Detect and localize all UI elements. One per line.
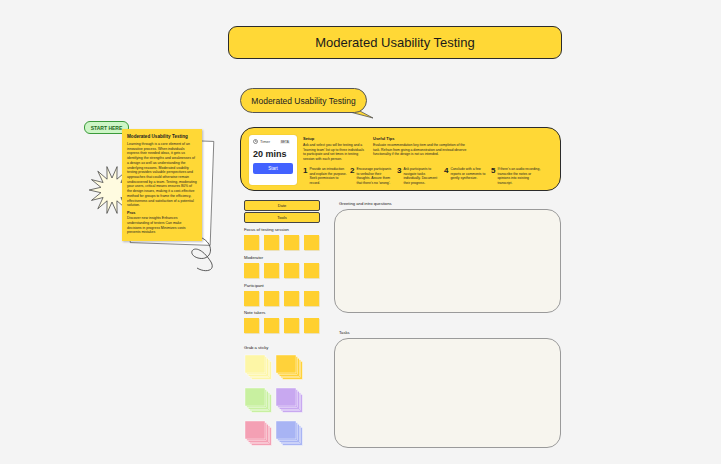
sticky-note: [284, 291, 299, 306]
instructions-panel: Timer BETA 20 minsStart SetupAsk and select…: [240, 127, 561, 191]
tips-block: Useful TipsEvaluate recommendation key i…: [373, 136, 469, 157]
title-text: Moderated Usability Testing: [315, 35, 474, 50]
node-text: Start: [253, 163, 293, 174]
clock-face: [254, 140, 258, 144]
node-text: Timer: [260, 139, 270, 144]
curly-line: [192, 236, 212, 271]
section-label: Grab a sticky: [244, 345, 268, 350]
node-text: Evaluate recommendation key item and the…: [373, 143, 469, 157]
sticky-shadow: [265, 236, 280, 251]
sticky-note: [284, 263, 299, 278]
clock-icon: [253, 139, 258, 144]
sticky-shadow: [265, 292, 280, 307]
node-text: Conclude with a few reports or comments …: [450, 167, 488, 181]
node-text: Learning through is a core element of an…: [127, 142, 197, 208]
node-text: 20 mins: [253, 149, 293, 159]
title-banner: Moderated Usability Testing: [228, 26, 562, 59]
sticky-note-card: Moderated Usability TestingLearning thro…: [122, 129, 202, 241]
sticky-shadow: [265, 264, 280, 279]
sticky-shadow: [265, 319, 280, 334]
sticky-shadow: [285, 236, 300, 251]
input-board: Greeting and intro questions: [334, 209, 561, 313]
sticky-grid: [244, 235, 320, 334]
node-text: Setup: [303, 136, 367, 141]
sticky-shadow: [285, 319, 300, 334]
sticky-stack: [245, 421, 265, 439]
speech-bubble: Moderated Usability Testing: [240, 88, 367, 113]
step-item: 4Conclude with a few reports or comments…: [444, 167, 488, 181]
sticky-note: [244, 235, 259, 250]
node-text: Greeting and intro questions: [339, 201, 392, 206]
sticky-shadow: [245, 319, 260, 334]
sticky-note: [264, 235, 279, 250]
setup-block: SetupAsk and select you will be testing …: [303, 136, 367, 161]
node-text: Discover new insights Enhances understan…: [127, 216, 197, 235]
sticky-shadow: [285, 264, 300, 279]
node-text: 2: [350, 167, 354, 175]
node-text: Tools: [245, 215, 319, 220]
sticky-shadow: [305, 264, 320, 279]
timer-widget: Timer BETA 20 minsStart: [249, 135, 297, 185]
sticky-stack: [245, 388, 265, 406]
node-text: Pros: [127, 211, 197, 215]
sticky-shadow: [245, 264, 260, 279]
sticky-stack: [276, 355, 296, 373]
node-text: Moderated Usability Testing: [251, 96, 355, 106]
node-text: Encourage participants to verbalise thei…: [356, 167, 394, 185]
sticky-note: [264, 291, 279, 306]
sticky-note: [304, 318, 319, 333]
sticky-stack: [276, 388, 296, 406]
field-button: Date: [244, 200, 320, 211]
sticky-note: [284, 235, 299, 250]
sticky-stack: [245, 355, 265, 373]
node-text: 3: [397, 167, 401, 175]
clock-hands: [256, 140, 257, 141]
step-item: 3Ask participants to navigate tasks indi…: [397, 167, 441, 185]
section-label: Note takers: [244, 310, 265, 315]
section-label: Focus of testing session: [244, 227, 289, 232]
sticky-note: [244, 291, 259, 306]
node-text: Ask participants to navigate tasks indiv…: [403, 167, 441, 185]
step-item: 2Encourage participants to verbalise the…: [350, 167, 394, 185]
step-item: 1Provide an introduction and explain the…: [303, 167, 347, 185]
timer-header: Timer BETA: [253, 139, 293, 144]
section-label: Moderator: [244, 255, 263, 260]
node-text: START HERE: [91, 125, 123, 131]
sticky-note: [284, 318, 299, 333]
sticky-shadow: [305, 319, 320, 334]
sticky-shadow: [245, 292, 260, 307]
sticky-note: [244, 318, 259, 333]
sticky-note: [304, 291, 319, 306]
field-button: Tools: [244, 212, 320, 223]
step-item: 5If there's an audio recording, transcri…: [491, 167, 543, 185]
node-text: Ask and select you will be testing and a…: [303, 143, 367, 161]
node-text: Tasks: [339, 330, 350, 335]
sticky-shadow: [245, 236, 260, 251]
node-text: Moderated Usability Testing: [127, 134, 197, 139]
node-text: If there's an audio recording, transcrib…: [497, 167, 543, 185]
node-text: Date: [245, 203, 319, 208]
sticky-shadow: [285, 292, 300, 307]
sticky-shadow: [305, 292, 320, 307]
sticky-note: [264, 263, 279, 278]
sticky-note: [304, 235, 319, 250]
node-text: 4: [444, 167, 448, 175]
sticky-note: [304, 263, 319, 278]
sticky-shadow: [305, 236, 320, 251]
sticky-note: [264, 318, 279, 333]
node-text: 1: [303, 167, 307, 175]
input-board: Tasks: [334, 338, 561, 448]
node-text: BETA: [280, 140, 290, 144]
sticky-stacks: [245, 355, 302, 445]
node-text: 5: [491, 167, 495, 175]
sticky-note: [244, 263, 259, 278]
section-label: Participant: [244, 283, 264, 288]
sticky-stack: [276, 421, 296, 439]
node-text: Useful Tips: [373, 136, 469, 141]
node-text: Provide an introduction and explain the …: [309, 167, 347, 185]
